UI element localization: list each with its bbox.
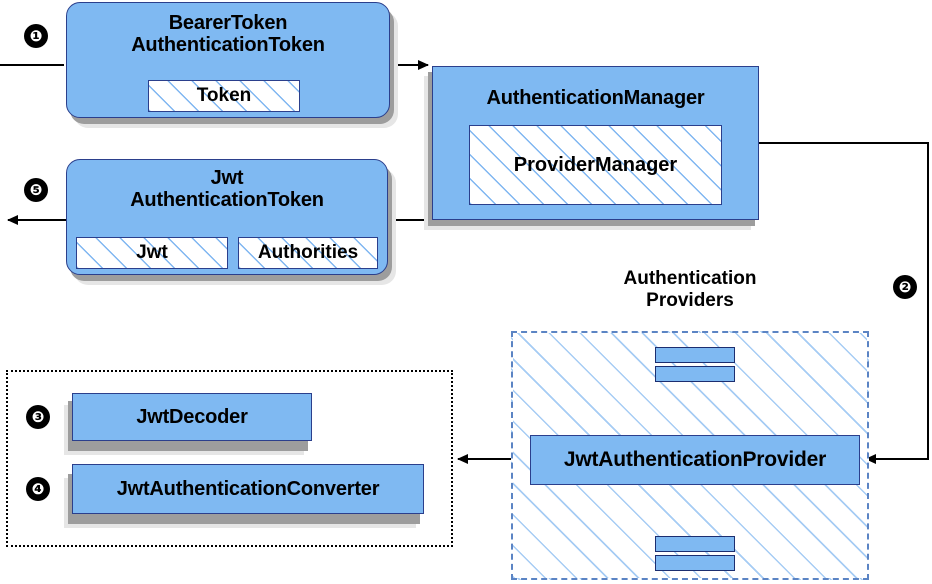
step-badge-3: ❸ [26, 405, 50, 429]
node-jwt-authentication-converter[interactable]: JwtAuthenticationConverter [72, 464, 424, 514]
provider-stub-bar-bottom-2 [655, 555, 735, 571]
step-badge-4: ❹ [26, 477, 50, 501]
authentication-manager-compartment[interactable]: ProviderManager [469, 125, 722, 205]
jwt-converter-title: JwtAuthenticationConverter [116, 477, 380, 500]
caption-line-2: Providers [646, 289, 734, 311]
jwt-token-title-line-2: AuthenticationToken [130, 189, 324, 212]
jwt-support-group [6, 370, 453, 547]
jwt-provider-title: JwtAuthenticationProvider [563, 448, 827, 472]
provider-stub-bar-top-2 [655, 366, 735, 382]
node-jwt-authentication-provider[interactable]: JwtAuthenticationProvider [530, 435, 860, 485]
bearer-token-compartment[interactable]: Token [148, 80, 300, 112]
step-badge-1: ❶ [24, 24, 48, 48]
jwt-token-title-line-1: Jwt [210, 167, 244, 189]
jwt-token-compartment-jwt[interactable]: Jwt [76, 237, 228, 269]
jwt-token-compartment-authorities[interactable]: Authorities [238, 237, 378, 269]
step-badge-2: ❷ [893, 275, 917, 299]
provider-stub-bar-top-1 [655, 347, 735, 363]
authentication-manager-title: AuthenticationManager [486, 87, 705, 109]
jwt-decoder-title: JwtDecoder [136, 405, 248, 428]
bearer-token-title-line-2: AuthenticationToken [131, 34, 325, 57]
jwt-token-title: Jwt AuthenticationToken [130, 167, 324, 212]
caption-line-1: Authentication [623, 268, 757, 289]
step-badge-5: ❺ [24, 178, 48, 202]
node-jwt-decoder[interactable]: JwtDecoder [72, 393, 312, 441]
bearer-token-title: BearerToken AuthenticationToken [131, 12, 325, 57]
provider-stub-bar-bottom-1 [655, 536, 735, 552]
bearer-token-title-line-1: BearerToken [168, 12, 288, 34]
authentication-providers-caption: Authentication Providers [570, 268, 810, 312]
